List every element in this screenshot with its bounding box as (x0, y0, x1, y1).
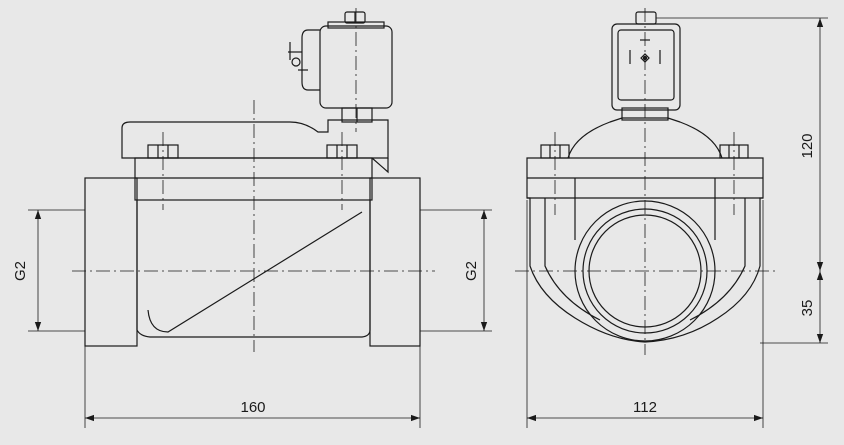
end-coil-nut (635, 11, 657, 25)
dim-width-label: 112 (633, 399, 657, 416)
internal-passage-line (147, 211, 363, 333)
cover-plate (134, 157, 373, 201)
end-body-outline (526, 157, 764, 343)
valve-body (136, 200, 371, 338)
bonnet-housing (121, 119, 389, 159)
left-port-flange (84, 177, 138, 347)
dim-height-bottom-label: 35 (799, 300, 816, 317)
side-view-centerlines (72, 8, 435, 352)
end-view-centerlines (515, 8, 778, 355)
dim-port-left-label: G2 (12, 261, 29, 281)
dimension-lines (28, 17, 828, 428)
dim-length-label: 160 (240, 399, 265, 416)
right-port-flange (369, 177, 421, 347)
dim-height-top-label: 120 (799, 133, 816, 158)
dim-port-right-label: G2 (463, 261, 480, 281)
connector-plug (301, 29, 320, 91)
side-view (84, 11, 421, 347)
end-coil (611, 23, 681, 111)
